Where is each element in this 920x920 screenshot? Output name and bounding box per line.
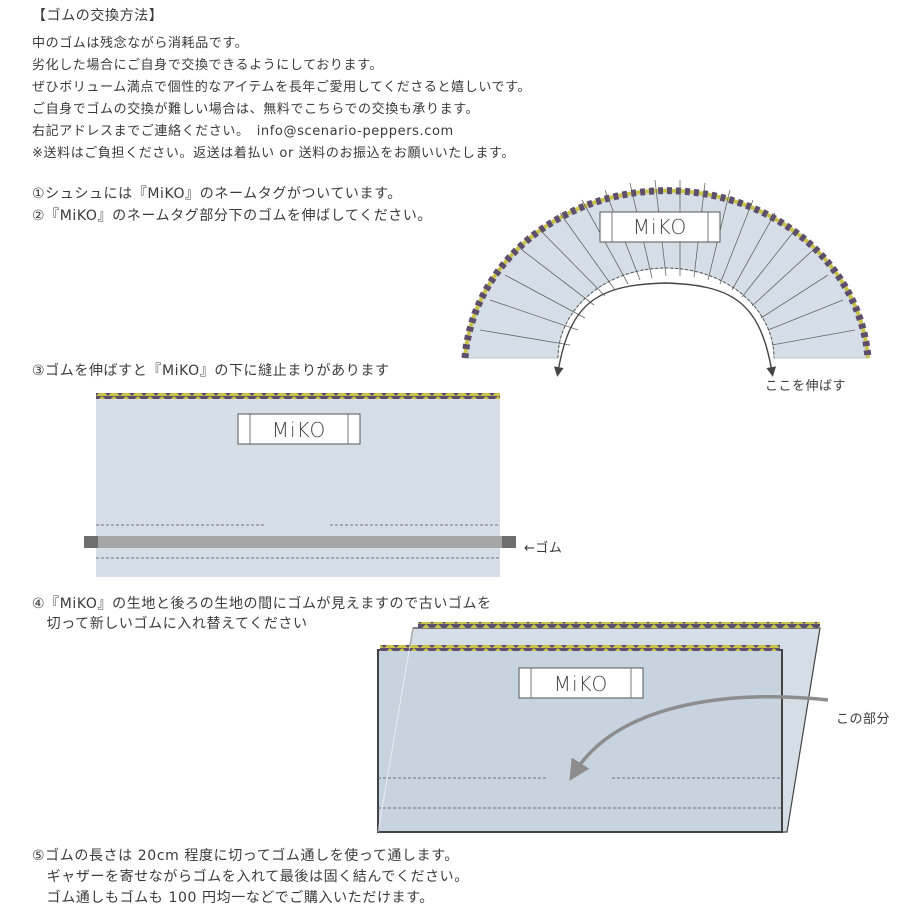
- scrunchie-figure: MiKO ここを伸ばす: [461, 179, 872, 394]
- intro-line-3: ぜひボリューム満点で個性的なアイテムを長年ご愛用してくださると嬉しいです。: [32, 80, 532, 95]
- panel-logo: MiKO: [272, 418, 327, 442]
- intro-line-6: ※送料はご負担ください。返送は着払い or 送料のお振込をお願いいたします。: [32, 146, 515, 161]
- intro-line-5-contact: 右記アドレスまでご連絡ください。 info@scenario-peppers.c…: [32, 124, 454, 139]
- step-5-text-line-2: ギャザーを寄せながらゴムを入れて最後は固く結んでください。: [32, 869, 469, 885]
- elastic-band: [84, 536, 516, 548]
- intro-line-2: 劣化した場合にご自身で交換できるようにしております。: [32, 58, 384, 73]
- step-5-text-line-3: ゴム通しもゴムも 100 円均一などでご購入いただけます。: [32, 890, 434, 906]
- layered-logo: MiKO: [554, 672, 609, 696]
- stretch-arrow: [553, 282, 777, 377]
- flat-panel-figure: MiKO ←ゴム: [84, 393, 562, 577]
- stretch-label: ここを伸ばす: [765, 379, 846, 394]
- step-2-text: ②『MiKO』のネームタグ部分下のゴムを伸ばしてください。: [32, 208, 433, 224]
- scrunchie-logo: MiKO: [633, 215, 688, 239]
- layered-panels-figure: MiKO この部分: [377, 622, 890, 833]
- step-3-text: ③ゴムを伸ばすと『MiKO』の下に縫止まりがあります: [32, 363, 390, 379]
- part-label: この部分: [836, 712, 890, 727]
- pointer-arrow: [569, 695, 829, 781]
- section-title: 【ゴムの交換方法】: [32, 8, 164, 24]
- step-5-text-line-1: ⑤ゴムの長さは 20cm 程度に切ってゴム通しを使って通します。: [32, 848, 459, 864]
- intro-line-1: 中のゴムは残念ながら消耗品です。: [32, 36, 249, 51]
- step-4-text-line-2: 切って新しいゴムに入れ替えてください: [32, 616, 308, 632]
- step-4-text-line-1: ④『MiKO』の生地と後ろの生地の間にゴムが見えますので古いゴムを: [32, 596, 492, 612]
- elastic-label: ←ゴム: [524, 540, 562, 556]
- intro-line-4: ご自身でゴムの交換が難しい場合は、無料でこちらでの交換も承ります。: [32, 102, 480, 117]
- step-1-text: ①シュシュには『MiKO』のネームタグがついています。: [32, 186, 402, 202]
